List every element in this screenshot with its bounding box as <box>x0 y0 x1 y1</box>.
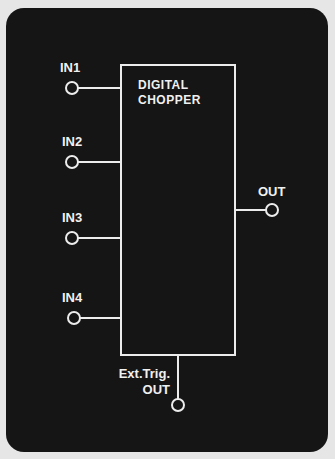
terminal-label: Ext.Trig. OUT <box>88 366 170 398</box>
terminal-label: IN3 <box>62 210 102 226</box>
terminal-label: IN1 <box>60 60 100 76</box>
terminal-label: IN4 <box>62 290 102 306</box>
chopper-box: DIGITAL CHOPPER <box>120 64 236 356</box>
box-title: DIGITAL CHOPPER <box>138 78 218 108</box>
terminal-label: IN2 <box>62 134 102 150</box>
terminal-label: OUT <box>258 184 298 200</box>
